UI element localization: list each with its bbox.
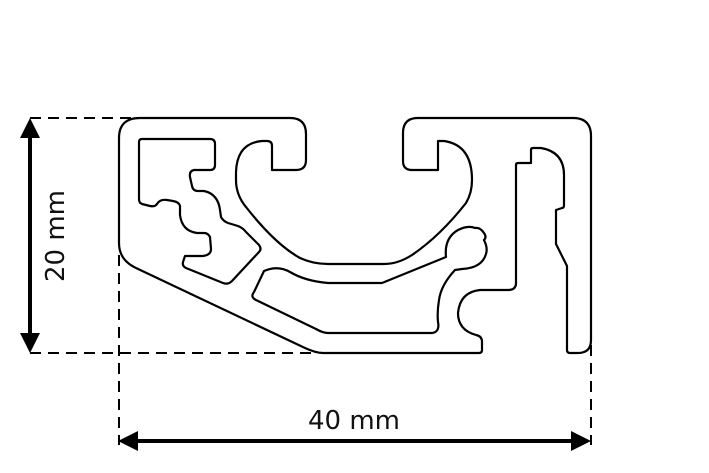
arrow-left-icon: [118, 431, 138, 451]
outer-contour: [117, 116, 593, 355]
height-dimension: 20 mm: [20, 118, 71, 353]
lower-chamber: [251, 225, 488, 335]
width-label: 40 mm: [308, 406, 400, 436]
extension-lines: [30, 117, 592, 445]
arrow-right-icon: [571, 431, 591, 451]
upper-left-chamber: [137, 137, 262, 285]
height-label: 20 mm: [41, 190, 71, 282]
arrow-down-icon: [20, 333, 40, 353]
profile-outline: [117, 116, 593, 355]
width-dimension: 40 mm: [118, 406, 591, 451]
arrow-up-icon: [20, 118, 40, 138]
